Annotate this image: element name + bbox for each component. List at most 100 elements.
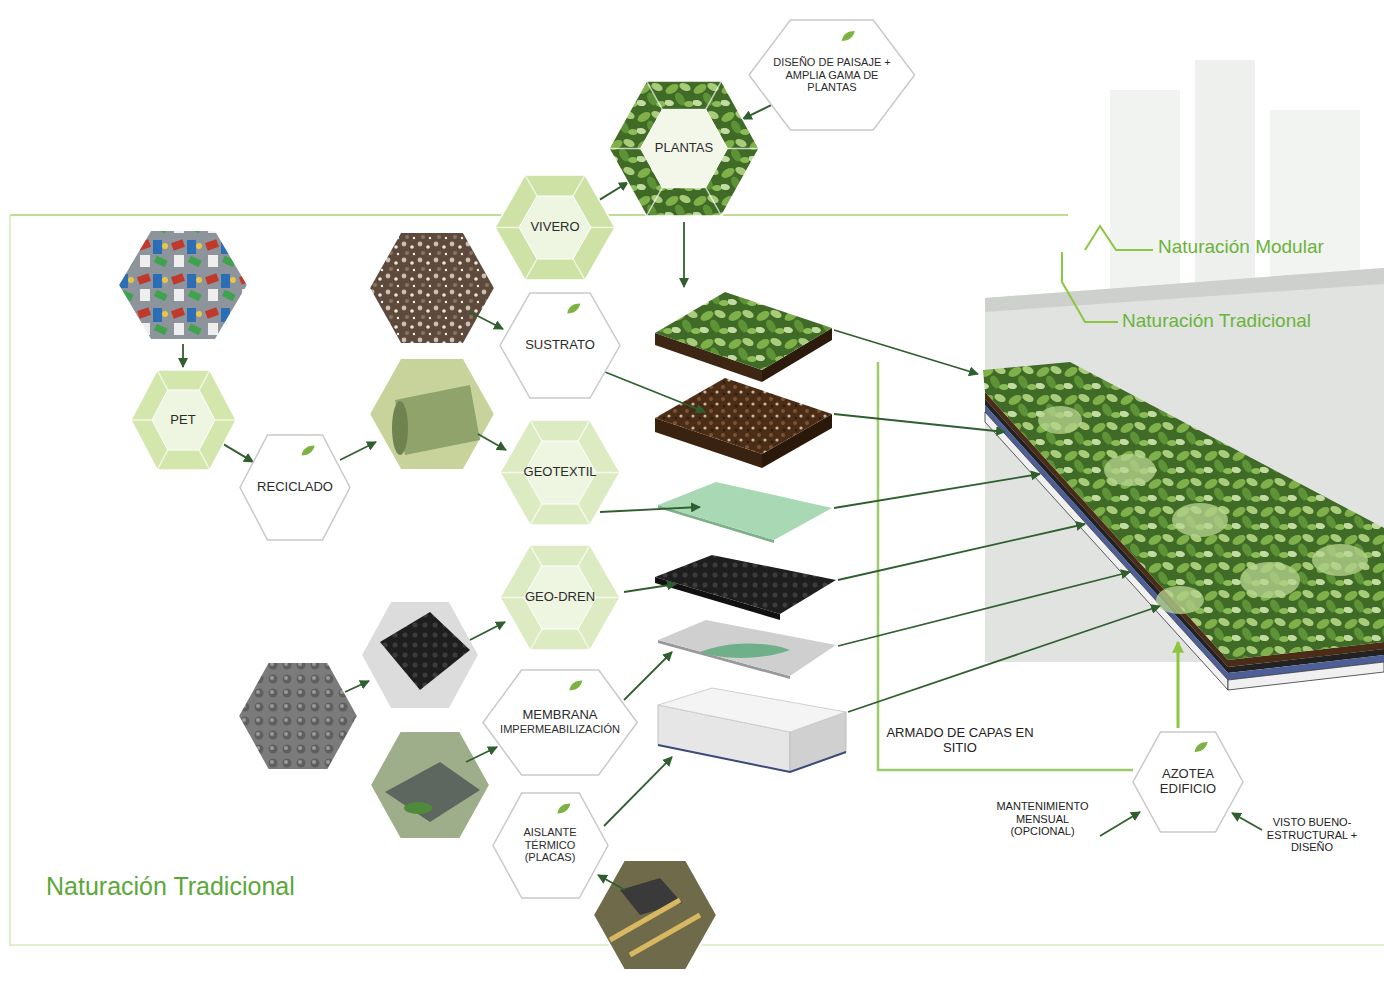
node-label: DISEÑO DE PAISAJE + AMPLIA GAMA DE PLANT…	[767, 56, 897, 94]
geodren-layer	[655, 555, 836, 614]
leader-arrow	[834, 414, 1005, 432]
hexagon-fill	[131, 370, 236, 470]
leader-arrow	[834, 474, 1040, 508]
leader-arrows	[183, 222, 1262, 890]
input-note: VISTO BUENO- ESTRUCTURAL + DISEÑO	[1262, 816, 1362, 854]
frame-lines	[10, 215, 1384, 945]
plant-clump	[1156, 586, 1204, 614]
node-text-group: AISLANTE TÉRMICO (PLACAS)	[510, 826, 590, 864]
hexagon-node: GEOTEXTIL	[500, 420, 620, 525]
leader-arrow	[340, 442, 376, 460]
leader-arrow	[838, 572, 1130, 646]
hexagon-outline	[1133, 732, 1243, 832]
leader-arrow	[470, 312, 503, 329]
node-text-group: SUSTRATO	[525, 338, 595, 353]
hexagon-node: RECICLADO	[240, 435, 350, 540]
hexagon-facet	[530, 504, 542, 525]
leaf-icon	[569, 680, 582, 690]
hexagon-facet	[495, 226, 519, 228]
leader-arrow	[1232, 813, 1262, 830]
plant-clump	[1038, 406, 1082, 434]
node-text-group: AZOTEA EDIFICIO	[1148, 767, 1228, 797]
hexagon-facet	[728, 147, 760, 149]
hexagon-facet	[215, 419, 236, 421]
hexagon-facet	[530, 545, 542, 566]
hexagon-facet	[609, 147, 641, 149]
leaf-icon	[567, 303, 580, 313]
connector-group	[223, 105, 772, 462]
hexagon-facet	[500, 596, 524, 598]
leader-arrow	[604, 757, 672, 826]
hexagon-facet	[578, 629, 590, 650]
insulation-photo	[593, 860, 717, 970]
roof-edge-insulation	[1228, 662, 1384, 690]
hexagon-center	[152, 390, 215, 450]
hexagon-facet	[578, 420, 590, 441]
node-label: AISLANTE TÉRMICO (PLACAS)	[510, 826, 590, 864]
section-title: Naturación Modular	[1158, 236, 1324, 258]
hexagon-facet	[578, 504, 590, 525]
geotextile-layer	[658, 482, 832, 540]
hexagon-facet	[157, 450, 168, 470]
building-silhouette	[1270, 110, 1360, 290]
plant-clump	[1240, 562, 1300, 598]
pet-photo	[118, 230, 248, 340]
leader-arrow	[624, 652, 672, 700]
building-silhouette	[1110, 90, 1180, 290]
hexagon-fill	[495, 175, 615, 280]
input-note: MANTENIMIENTO MENSUAL (OPCIONAL)	[985, 800, 1100, 838]
membrane-photo	[370, 731, 490, 839]
hexagon-fill	[500, 545, 620, 650]
leader-arrow	[683, 222, 685, 287]
bracket	[1085, 226, 1153, 250]
leader-arrow	[605, 372, 705, 412]
leader-arrow	[838, 524, 1085, 580]
hexagon-facet	[525, 259, 537, 280]
hexagon-outline	[483, 670, 637, 775]
leader-arrow	[848, 606, 1160, 712]
insulation-layer	[658, 688, 846, 732]
node-label: IMPERMEABILIZACIÓN	[500, 723, 620, 736]
geotextile-roll	[395, 385, 480, 455]
hexagon-facet	[647, 81, 663, 109]
plant-clump	[1312, 544, 1368, 576]
plant-layer	[655, 292, 832, 370]
hexagon-facet	[530, 629, 542, 650]
leader-arrow	[834, 330, 978, 374]
hexagon-facet	[596, 471, 620, 473]
node-label: AZOTEA EDIFICIO	[1148, 767, 1228, 797]
node-text-group: PET	[170, 413, 195, 428]
node-label: MEMBRANA	[522, 708, 597, 723]
membrane-roll	[700, 644, 790, 658]
plant-clump	[1104, 454, 1156, 486]
soil-layer	[655, 378, 832, 454]
bracket	[1062, 252, 1118, 322]
hexagon-center	[524, 566, 596, 629]
hexagon-node: AISLANTE TÉRMICO (PLACAS)	[493, 793, 608, 898]
band-line	[10, 215, 1384, 945]
green-roof	[983, 362, 1384, 690]
hexagon-node: VIVERO	[495, 175, 615, 280]
leader-arrow	[600, 507, 700, 512]
hexagon-node: GEO-DREN	[500, 545, 620, 650]
node-text-group: MEMBRANAIMPERMEABILIZACIÓN	[500, 708, 620, 736]
hexagon-node: AZOTEA EDIFICIO	[1133, 732, 1243, 832]
hexagon-facet	[199, 450, 210, 470]
flow-arrow	[599, 182, 628, 200]
leaf-icon	[557, 803, 570, 813]
geodren-sheet	[380, 612, 470, 690]
membrane-sheet	[385, 762, 480, 822]
node-label: RECICLADO	[257, 480, 333, 495]
hexagon-facet	[706, 187, 722, 215]
layer-stack	[655, 292, 846, 772]
node-text-group: VIVERO	[530, 220, 579, 235]
flow-arrow	[743, 105, 772, 119]
node-text-group: GEO-DREN	[525, 590, 595, 605]
hexagon-outline	[749, 20, 915, 130]
hexagon-fill	[500, 420, 620, 525]
hexagon-center	[524, 441, 596, 504]
node-label: PET	[170, 413, 195, 428]
section-title: Naturación Tradicional	[1122, 310, 1311, 332]
geodren-detail-photo	[238, 662, 358, 770]
hexagon-facet	[591, 226, 615, 228]
